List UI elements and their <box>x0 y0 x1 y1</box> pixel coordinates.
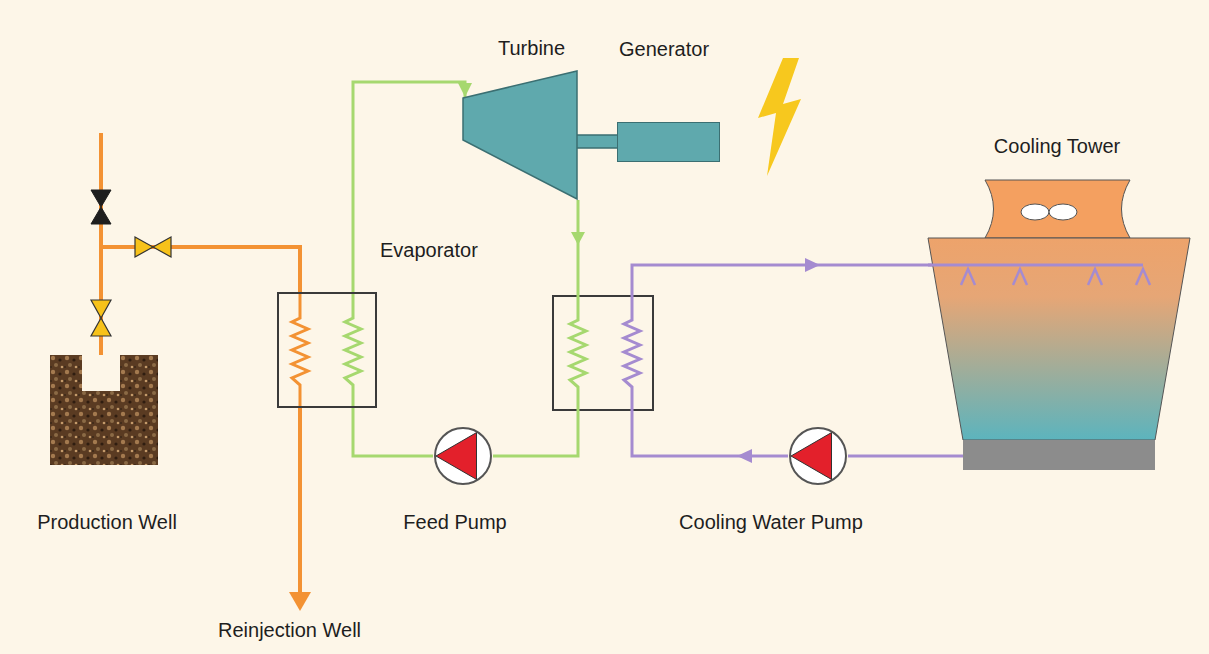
production-well: Production Well <box>50 355 158 465</box>
pipe-connector <box>848 455 963 458</box>
node-label: Turbine <box>498 36 565 60</box>
condenser-coil <box>570 296 586 410</box>
arrow-head <box>458 83 472 97</box>
evaporator-box: Evaporator <box>277 292 377 408</box>
tower-outline <box>928 180 1190 470</box>
cooling-tower: Cooling Tower <box>928 180 1190 470</box>
well-label: Reinjection Well <box>218 618 361 642</box>
arrow-head <box>289 592 311 611</box>
pipe-connector <box>101 247 300 355</box>
valve-symbol <box>91 300 111 336</box>
node-label: Cooling Water Pump <box>679 510 863 534</box>
cooling-coil <box>624 296 640 410</box>
valve-symbol <box>135 237 171 257</box>
pump-outline <box>788 426 848 486</box>
brine-coil <box>292 292 308 408</box>
node-label: Cooling Tower <box>994 134 1120 158</box>
pump-symbol: Feed Pump <box>433 426 493 486</box>
arrow-head <box>805 258 820 272</box>
pump-outline <box>433 426 493 486</box>
node-label: Evaporator <box>380 238 478 262</box>
cool-water-pipe <box>632 410 788 456</box>
exhaust-pipe <box>577 200 580 296</box>
arrow-head <box>571 232 585 245</box>
shaft <box>576 135 619 148</box>
generator-box: Generator <box>617 122 720 162</box>
pump-symbol: Cooling Water Pump <box>788 426 848 486</box>
node-label: Generator <box>619 37 709 61</box>
node-label: Production Well <box>37 510 177 534</box>
turbine-outline <box>462 70 578 200</box>
rock-shape <box>50 355 158 465</box>
valve-symbol <box>91 190 111 224</box>
node-label: Feed Pump <box>403 510 506 534</box>
turbine-shape: Turbine <box>462 70 578 200</box>
lightning-symbol <box>758 58 801 176</box>
arrow-head <box>737 449 752 463</box>
fluid-coil <box>345 292 361 408</box>
pipe-connector <box>353 408 433 456</box>
condensate-pipe <box>493 410 578 456</box>
condenser-box <box>553 296 653 410</box>
reinjection-pipe <box>298 408 302 596</box>
